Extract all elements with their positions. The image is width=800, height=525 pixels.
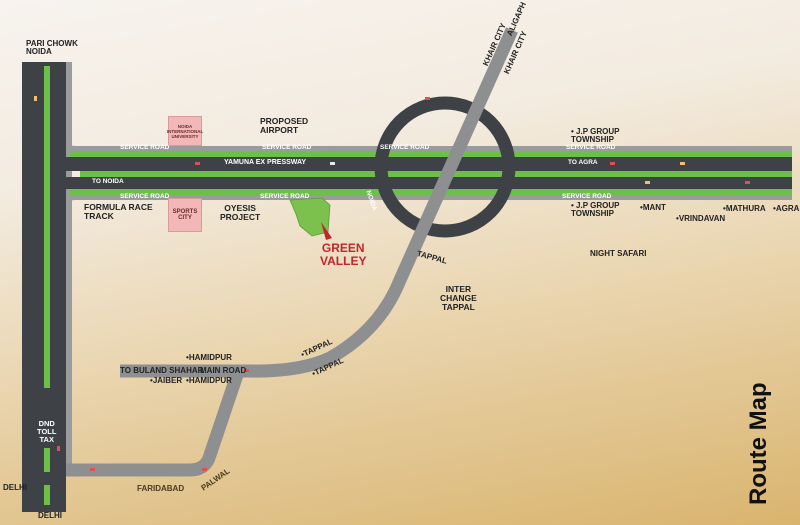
label-jaiber: •JAIBER [150,376,183,385]
label-delhi-left: DELHI [3,483,27,492]
label-service-road: SERVICE ROAD [262,144,312,151]
label-service-road: SERVICE ROAD [566,144,616,151]
label-main-road: MAIN ROAD [200,366,247,375]
label-text: MANT [642,203,666,212]
green-valley-pointer [321,222,332,240]
interchange-ring [374,96,516,238]
label-text: HAMIDPUR [188,376,232,385]
label-dnd-toll-tax: DND TOLL TAX [37,419,57,444]
noida-international-university: NOIDA INTERNATIONAL UNIVERSITY [167,116,203,146]
label-to-agra: TO AGRA [568,159,598,166]
label-text: JAIBER [152,376,183,385]
label-jp-group-top: • J.P GROUP TOWNSHIP [571,127,620,145]
label-hamidpur: •HAMIDPUR [186,376,232,385]
label-service-road: SERVICE ROAD [562,193,612,200]
label-to-noida: TO NOIDA [92,178,124,185]
label-agra: •AGRA [773,204,800,213]
label-mant: •MANT [640,203,666,212]
median [44,66,50,388]
label-text: HAMIDPUR [188,353,232,362]
label-text: J.P GROUP TOWNSHIP [571,201,620,219]
label-service-road: SERVICE ROAD [120,144,170,151]
green-strip [70,151,792,157]
label-oyesis-project: OYESIS PROJECT [220,203,261,222]
label-service-road: SERVICE ROAD [260,193,310,200]
label-text: J.P GROUP TOWNSHIP [571,127,620,145]
palwal-faridabad-road [66,369,245,477]
label-delhi-bottom: DELHI [38,511,62,520]
median [44,485,50,505]
label-green-valley: GREEN VALLEY [320,241,367,269]
median [44,448,50,472]
label-inter-change-tappal: INTER CHANGE TAPPAL [440,284,477,312]
green-valley-land [289,197,331,237]
label-proposed-airport: PROPOSED AIRPORT [260,116,309,135]
label-text: AGRA [775,204,800,213]
label-vrindavan: •VRINDAVAN [676,214,726,223]
label-text: VRINDAVAN [678,214,726,223]
label-night-safari: NIGHT SAFARI [590,249,647,258]
service-road-bottom [66,195,792,208]
service-road-top [66,140,792,151]
khair-tappal-road [120,27,518,378]
label-yamuna-expressway: YAMUNA EX PRESSWAY [224,159,307,166]
label-pari-chowk: PARI CHOWK NOIDA [26,39,78,57]
sports-city: SPORTS CITY [168,198,202,232]
expressway-lane [66,177,792,189]
label-hamidpur: •HAMIDPUR [186,353,232,362]
label-to-buland-shahar: TO BULAND SHAHAR [120,366,204,375]
map-title: Route Map [745,382,772,505]
vehicles [34,96,750,471]
label-formula-race-track: FORMULA RACE TRACK [84,202,153,221]
label-text: MATHURA [725,204,766,213]
label-mathura: •MATHURA [723,204,766,213]
green-strip [70,189,792,195]
vertical-service-road [66,62,72,472]
expressway-lane [66,157,792,171]
green-strip [80,171,792,177]
label-service-road: SERVICE ROAD [120,193,170,200]
label-faridabad: FARIDABAD [137,484,185,493]
label-jp-group-bottom: • J.P GROUP TOWNSHIP [571,201,620,219]
label-service-road: SERVICE ROAD [380,144,430,151]
